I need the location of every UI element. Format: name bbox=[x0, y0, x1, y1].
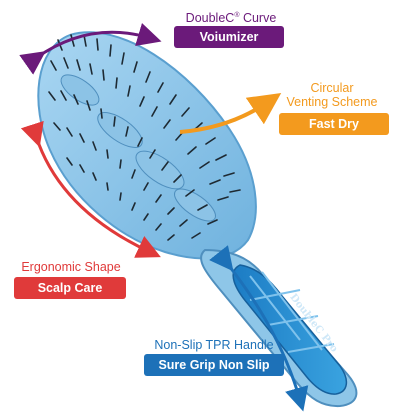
brush-head bbox=[37, 31, 257, 260]
registered-mark: ® bbox=[234, 12, 240, 19]
fast-dry-arrow bbox=[179, 92, 282, 134]
scalp-care-title: Ergonomic Shape bbox=[21, 260, 121, 274]
volumizer-arrow bbox=[19, 23, 162, 75]
scalp-care-arrow bbox=[20, 120, 161, 258]
volumizer-title: DoubleC® Curve bbox=[176, 9, 286, 25]
fast-dry-title-line2: Venting Scheme bbox=[286, 95, 378, 109]
fast-dry-badge: Fast Dry bbox=[279, 113, 389, 135]
grip-title: Non-Slip TPR Handle bbox=[154, 338, 274, 352]
grip-badge: Sure Grip Non Slip bbox=[144, 354, 284, 376]
scalp-care-badge: Scalp Care bbox=[14, 277, 126, 299]
volumizer-title-tail: Curve bbox=[239, 11, 277, 26]
fast-dry-title-line1: Circular bbox=[310, 81, 354, 95]
brush-handle bbox=[200, 248, 358, 408]
volumizer-badge: Voiumizer bbox=[174, 26, 284, 48]
volumizer-title-main: DoubleC bbox=[185, 11, 235, 26]
grip-arrow bbox=[209, 245, 309, 412]
